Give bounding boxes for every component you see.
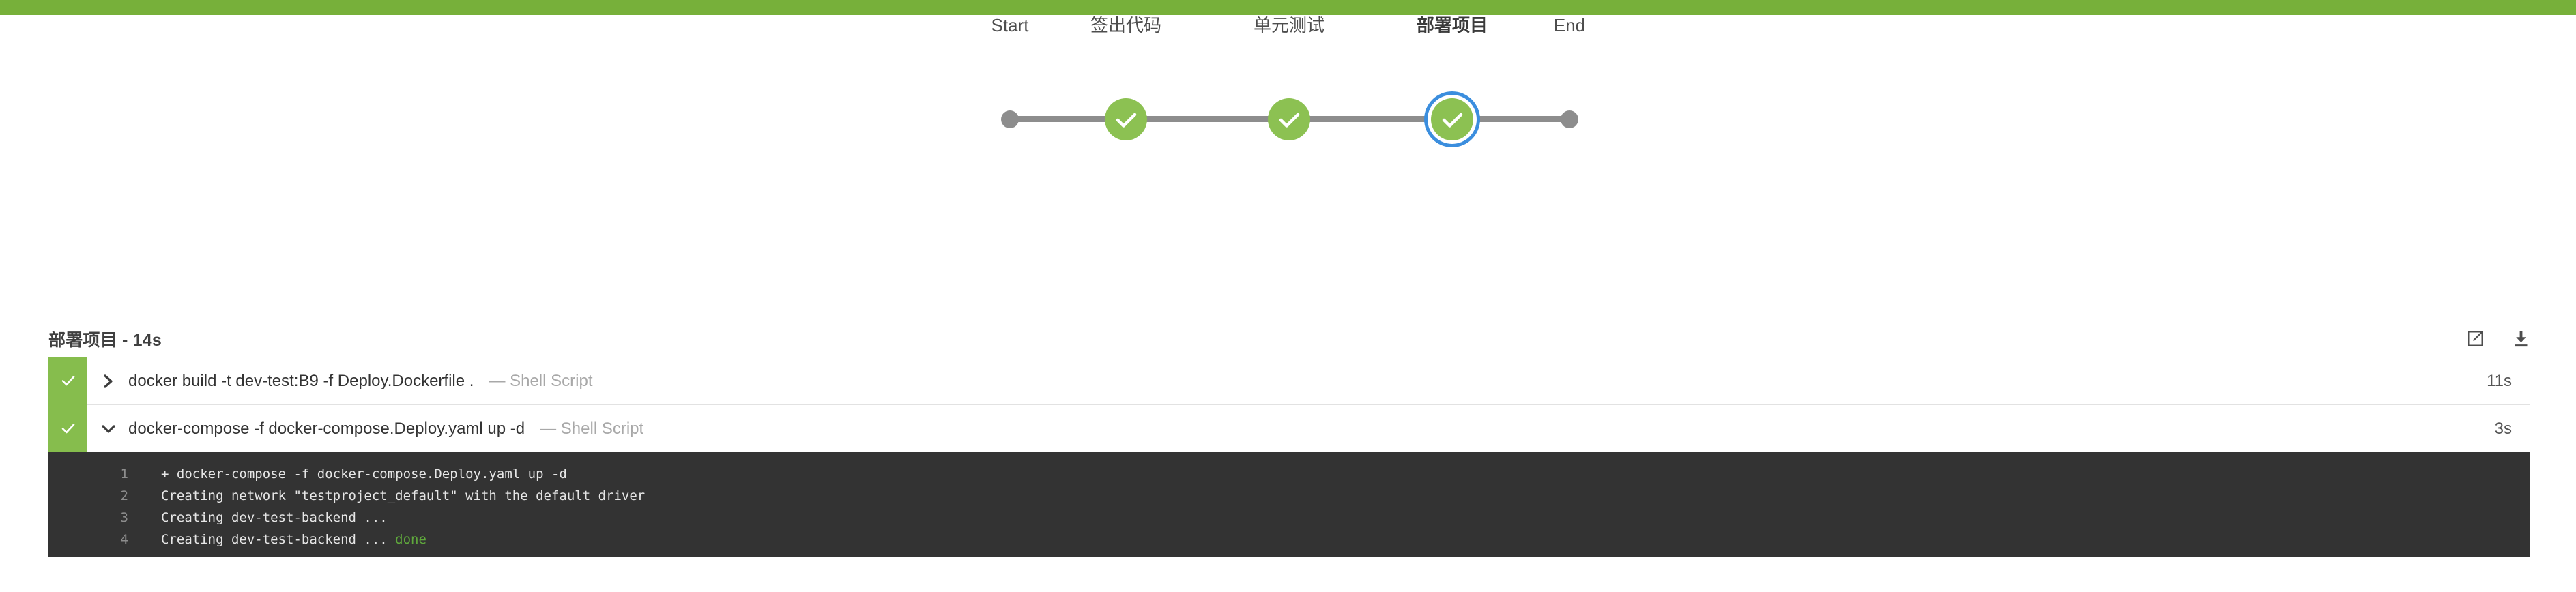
success-node [1105, 98, 1147, 140]
log-panel: 部署项目 - 14s d [0, 321, 2576, 557]
top-accent-bar [0, 0, 2576, 15]
line-number: 1 [120, 467, 128, 482]
line-text: Creating network "testproject_default" w… [161, 488, 646, 503]
stage-label: 签出代码 [1090, 15, 1161, 35]
task-row[interactable]: docker-compose -f docker-compose.Deploy.… [48, 404, 2530, 452]
chevron-down-icon[interactable] [100, 423, 117, 435]
check-icon [1268, 98, 1310, 140]
header-actions [2466, 329, 2530, 348]
line-number: 4 [120, 532, 128, 547]
pipeline-rail [1289, 116, 1452, 122]
line-number: 3 [120, 510, 128, 525]
log-header: 部署项目 - 14s [0, 321, 2576, 357]
task-type-label: — Shell Script [540, 419, 644, 438]
pipeline-stage-checkout[interactable]: 签出代码 [1037, 15, 1215, 37]
success-node-selected [1431, 98, 1473, 140]
pipeline-node-start[interactable] [989, 98, 1031, 140]
line-text: Creating dev-test-backend ... done [161, 532, 426, 547]
task-duration: 11s [2487, 371, 2512, 390]
pipeline-stage-end[interactable]: End [1481, 15, 1658, 37]
status-badge-success [48, 404, 87, 452]
pipeline-rail [1452, 116, 1569, 122]
pipeline-node-deploy[interactable] [1431, 98, 1473, 140]
pipeline-stage-unittest[interactable]: 单元测试 [1200, 15, 1378, 37]
pipeline-rail [1126, 116, 1289, 122]
terminal-line: 3 Creating dev-test-backend ... [48, 507, 2530, 529]
stage-label: Start [991, 15, 1029, 35]
line-number: 2 [120, 488, 128, 503]
task-command: docker-compose -f docker-compose.Deploy.… [128, 419, 525, 438]
terminal-line: 1 + docker-compose -f docker-compose.Dep… [48, 463, 2530, 485]
pipeline-graph: Start 签出代码 单元测试 部署项目 [0, 15, 2576, 308]
terminal-line: 2 Creating network "testproject_default"… [48, 485, 2530, 507]
success-node [1268, 98, 1310, 140]
task-command: docker build -t dev-test:B9 -f Deploy.Do… [128, 371, 474, 390]
terminal-line: 4 Creating dev-test-backend ... done [48, 529, 2530, 550]
endpoint-dot-icon [1561, 110, 1578, 128]
stage-label: End [1553, 15, 1586, 35]
task-type-label: — Shell Script [489, 371, 593, 390]
pipeline-node-end[interactable] [1548, 98, 1591, 140]
pipeline-rail [1010, 116, 1126, 122]
chevron-right-icon[interactable] [100, 374, 117, 389]
task-duration: 3s [2494, 419, 2512, 438]
page-title: 部署项目 - 14s [48, 330, 162, 350]
pipeline-node-unittest[interactable] [1268, 98, 1310, 140]
status-badge-success [48, 357, 87, 404]
stage-label: 部署项目 [1416, 15, 1488, 35]
pipeline-node-checkout[interactable] [1105, 98, 1147, 140]
check-icon [1431, 98, 1473, 140]
check-icon [1105, 98, 1147, 140]
endpoint-dot-icon [1001, 110, 1019, 128]
task-row[interactable]: docker build -t dev-test:B9 -f Deploy.Do… [48, 357, 2530, 404]
open-external-icon[interactable] [2466, 329, 2485, 348]
terminal-output[interactable]: 1 + docker-compose -f docker-compose.Dep… [48, 452, 2530, 557]
line-text: + docker-compose -f docker-compose.Deplo… [161, 467, 567, 482]
pipeline-stage-start[interactable]: Start [921, 15, 1099, 37]
line-text: Creating dev-test-backend ... [161, 510, 388, 525]
pipeline-stage-deploy[interactable]: 部署项目 [1363, 15, 1541, 37]
stage-label: 单元测试 [1253, 15, 1325, 35]
download-icon[interactable] [2512, 329, 2530, 348]
